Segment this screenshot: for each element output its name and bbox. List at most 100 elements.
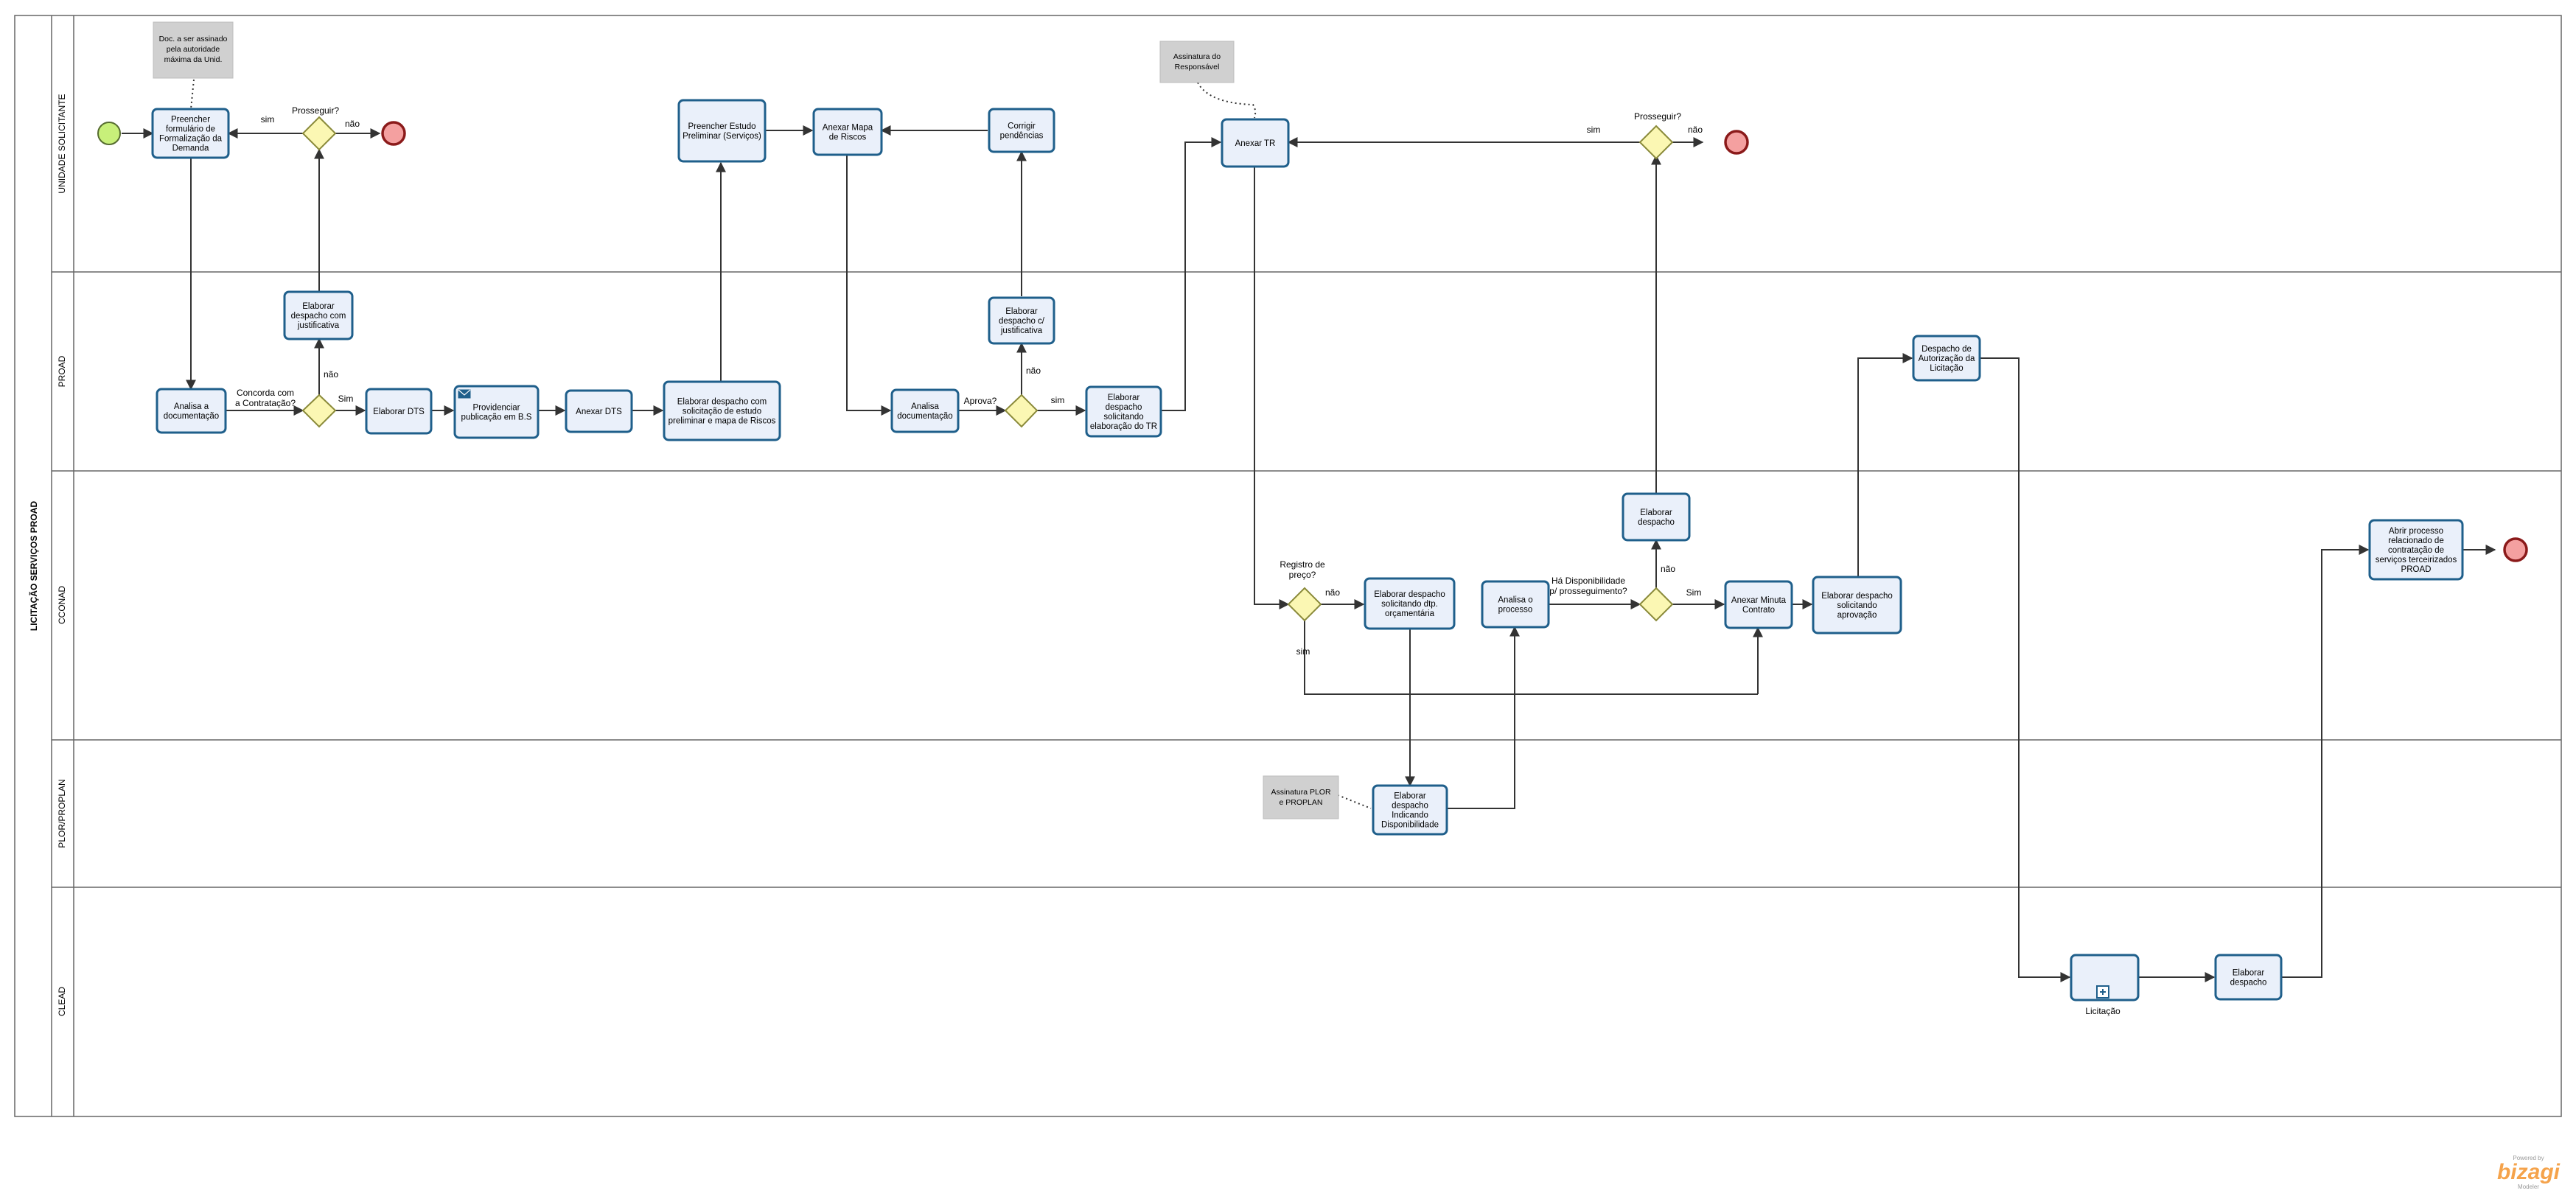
task-label-line: Analisa a xyxy=(174,402,209,411)
task-anexar-tr: Anexar TR xyxy=(1221,118,1290,168)
annotation-doc-assinado-line-1: Doc. a ser assinado xyxy=(159,35,228,43)
gateway-prosseguir-2-label: Prosseguir? xyxy=(1634,111,1681,122)
task-label-line: aprovação xyxy=(1837,611,1877,620)
task-label-line: despacho xyxy=(1638,518,1675,527)
task-label-line: Elaborar xyxy=(1108,394,1140,402)
brand-sub: Modeler xyxy=(2518,1184,2539,1190)
task-box xyxy=(565,389,633,433)
task-label-line: publicação em B.S xyxy=(461,413,532,422)
task-label-line: Elaborar despacho xyxy=(1374,590,1445,599)
start-event xyxy=(97,122,121,145)
task-label-line: justificativa xyxy=(1000,326,1043,335)
subprocess-licitacao xyxy=(2070,954,2140,1002)
task-label-line: contratação de xyxy=(2388,546,2444,555)
task-box xyxy=(677,99,767,163)
task-label-line: Disponibilidade xyxy=(1381,821,1439,830)
task-label-line: Analisa o xyxy=(1498,596,1532,605)
flow-label-nao-aprova: não xyxy=(1026,366,1041,376)
bizagi-logo: Powered by bizagi Modeler xyxy=(2497,1155,2560,1190)
gateway-aprova-label: Aprova? xyxy=(964,396,997,406)
task-label-line: elaboração do TR xyxy=(1090,422,1157,431)
task-label-line: Abrir processo xyxy=(2389,527,2443,536)
brand-name: bizagi xyxy=(2496,1160,2560,1184)
annotation-assinatura-responsavel: Assinatura do Responsável xyxy=(1159,41,1235,83)
task-label-line: Elaborar xyxy=(1394,792,1426,801)
task-label-line: Anexar Minuta xyxy=(1731,596,1787,605)
task-label-line: Corrigir xyxy=(1008,122,1036,131)
annotation-doc-assinado: Doc. a ser assinado pela autoridade máxi… xyxy=(153,21,234,79)
flow-label-sim-prosseguir-2: sim xyxy=(1587,125,1601,135)
end-event-2 xyxy=(1724,130,1749,155)
flow-label-sim-disponibilidade: Sim xyxy=(1686,587,1702,598)
gateway-prosseguir-2: Prosseguir? xyxy=(1634,111,1681,160)
lane-label-proad: PROAD xyxy=(57,355,67,387)
task-label-line: solicitando dtp. xyxy=(1381,600,1438,609)
task-label-line: Elaborar xyxy=(1640,508,1672,517)
task-label-line: Anexar DTS xyxy=(576,408,622,416)
flow-label-nao-prosseguir-1: não xyxy=(345,119,360,129)
task-elaborar-dts: Elaborar DTS xyxy=(365,388,433,435)
task-box xyxy=(1221,118,1290,168)
lane-labels: UNIDADE SOLICITANTE PROAD CCONAD PLOR/PR… xyxy=(57,94,67,1016)
gateway-registro-preco-label-1: Registro de xyxy=(1280,559,1325,570)
task-label-line: relacionado de xyxy=(2388,536,2443,545)
flow-label-sim-registro: sim xyxy=(1296,646,1310,657)
task-box xyxy=(812,108,883,156)
flow-labels: sim não não Sim sim não sim não não sim … xyxy=(261,114,1703,657)
brand-powered-by: Powered by xyxy=(2513,1155,2544,1161)
task-label-line: Indicando xyxy=(1392,811,1428,820)
pool: LICITAÇÃO SERVIÇOS PROAD xyxy=(14,15,2562,1117)
task-box xyxy=(1372,784,1448,836)
events xyxy=(97,121,2528,562)
task-label-line: Elaborar xyxy=(1005,307,1038,316)
gateway-ha-disponibilidade: Há Disponibilidade p/ prosseguimento? xyxy=(1549,576,1674,622)
task-label-line: Elaborar xyxy=(302,302,335,311)
lane-label-cconad: CCONAD xyxy=(57,586,67,624)
annotation-doc-assinado-line-2: pela autoridade xyxy=(167,45,220,54)
subprocess-box xyxy=(2070,954,2140,1002)
task-box xyxy=(988,296,1055,345)
annotation-assinatura-plor: Assinatura PLOR e PROPLAN xyxy=(1263,775,1339,819)
task-label-line: Autorização da xyxy=(1919,354,1975,363)
lane-label-unidade-solicitante: UNIDADE SOLICITANTE xyxy=(57,94,67,193)
gateway-aprova: Aprova? xyxy=(964,394,1039,428)
end-event-3 xyxy=(2503,537,2528,562)
task-box xyxy=(2368,519,2464,581)
gateway-registro-preco: Registro de preço? xyxy=(1280,559,1325,622)
flow-label-nao-concorda: não xyxy=(324,369,338,380)
task-label-line: Formalização da xyxy=(159,135,223,144)
lane-label-plor-proplan: PLOR/PROPLAN xyxy=(57,779,67,847)
gateway-concorda: Concorda com a Contratação? xyxy=(235,388,337,428)
task-box xyxy=(1724,580,1793,629)
task-label-line: PROAD xyxy=(2401,565,2432,574)
lane-label-clead: CLEAD xyxy=(57,987,67,1016)
task-label-line: justificativa xyxy=(297,321,340,330)
flow-label-nao-prosseguir-2: não xyxy=(1688,125,1703,135)
task-box xyxy=(1912,335,1981,382)
task-box xyxy=(663,380,781,441)
subprocess-expand-icon xyxy=(2096,985,2109,999)
task-box xyxy=(1085,385,1162,438)
annotation-assinatura-responsavel-line-1: Assinatura do xyxy=(1173,52,1221,61)
associations xyxy=(190,79,1372,809)
gateway-concorda-label-1: Concorda com xyxy=(237,388,294,398)
gateway-prosseguir-1-label: Prosseguir? xyxy=(292,105,339,116)
task-box xyxy=(1622,492,1691,542)
annotation-assinatura-responsavel-line-2: Responsável xyxy=(1175,63,1220,71)
task-label-line: serviços terceirizados xyxy=(2376,556,2457,564)
gateway-ha-disponibilidade-label-2: p/ prosseguimento? xyxy=(1549,586,1627,596)
